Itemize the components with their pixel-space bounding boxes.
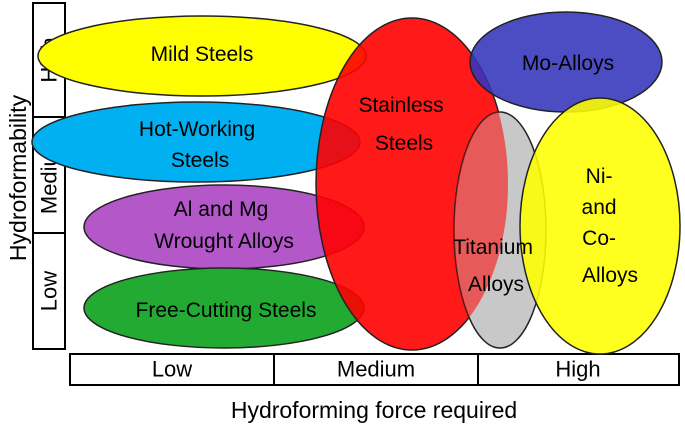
material-regions [31,11,681,355]
x-axis-scale: Low Medium High [69,353,680,386]
label-hot-working-steels: Hot-Working Steels [139,118,261,172]
x-axis-title: Hydroforming force required [231,397,517,423]
x-level-medium: Medium [337,357,415,382]
label-mo-alloys: Mo-Alloys [522,52,614,75]
label-titanium-alloys: Titanium Alloys [453,236,539,296]
x-axis-cell-high [477,353,680,386]
label-ni-co-alloys: Ni- and Co- Alloys [582,165,638,287]
x-axis-cell-low [69,353,275,386]
label-mild-steels: Mild Steels [151,43,254,66]
y-axis-cell-low [32,232,66,350]
x-axis-cell-medium [273,353,479,386]
label-free-cutting-steels: Free-Cutting Steels [136,299,317,322]
region-ni-co-alloys [519,97,681,355]
label-al-mg-wrought-alloys: Al and Mg Wrought Alloys [154,198,294,253]
x-level-high: High [555,357,600,382]
y-axis-title: Hydroformability [5,94,31,261]
region-labels: Mild Steels Hot-Working Steels Al and Mg… [136,43,638,322]
region-titanium-alloys-overlap [454,112,508,348]
label-stainless-steels: Stainless Steels [358,94,449,155]
x-level-low: Low [152,357,192,382]
y-level-low: Low [37,271,62,311]
